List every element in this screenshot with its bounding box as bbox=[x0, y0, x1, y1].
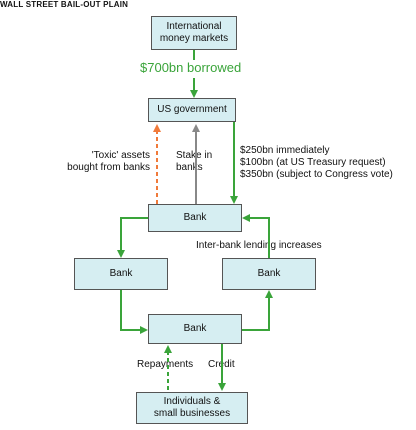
node-bank-left-label: Bank bbox=[109, 268, 133, 279]
stake-label: Stake in banks bbox=[176, 150, 213, 173]
arrow-bottom-to-right bbox=[242, 290, 273, 331]
node-bank-bottom: Bank bbox=[148, 314, 242, 344]
node-bank-bottom-label: Bank bbox=[183, 323, 207, 334]
node-bank-right-label: Bank bbox=[257, 268, 281, 279]
interbank-label: Inter-bank lending increases bbox=[196, 240, 322, 251]
borrowed-label: $700bn borrowed bbox=[140, 60, 242, 75]
arrow-right-to-top bbox=[242, 214, 270, 258]
node-money-markets: International money markets bbox=[151, 16, 237, 50]
node-us-government: US government bbox=[148, 98, 236, 122]
diagram-title: WALL STREET BAIL-OUT PLAIN bbox=[0, 0, 129, 9]
toxic-assets-label: 'Toxic' assets bought from banks bbox=[67, 150, 150, 173]
node-individuals-label: Individuals & small businesses bbox=[153, 396, 231, 419]
node-us-government-label: US government bbox=[157, 104, 227, 115]
node-bank-top-label: Bank bbox=[183, 212, 207, 223]
node-bank-top: Bank bbox=[148, 204, 242, 232]
arrow-top-to-left bbox=[117, 217, 148, 258]
node-individuals: Individuals & small businesses bbox=[136, 392, 248, 424]
arrow-left-to-bottom bbox=[120, 290, 148, 334]
repayments-label: Repayments bbox=[137, 359, 194, 370]
node-money-markets-label: International money markets bbox=[159, 21, 229, 44]
node-bank-right: Bank bbox=[222, 258, 316, 290]
node-bank-left: Bank bbox=[74, 258, 168, 290]
funding-label: $250bn immediately $100bn (at US Treasur… bbox=[240, 145, 393, 180]
